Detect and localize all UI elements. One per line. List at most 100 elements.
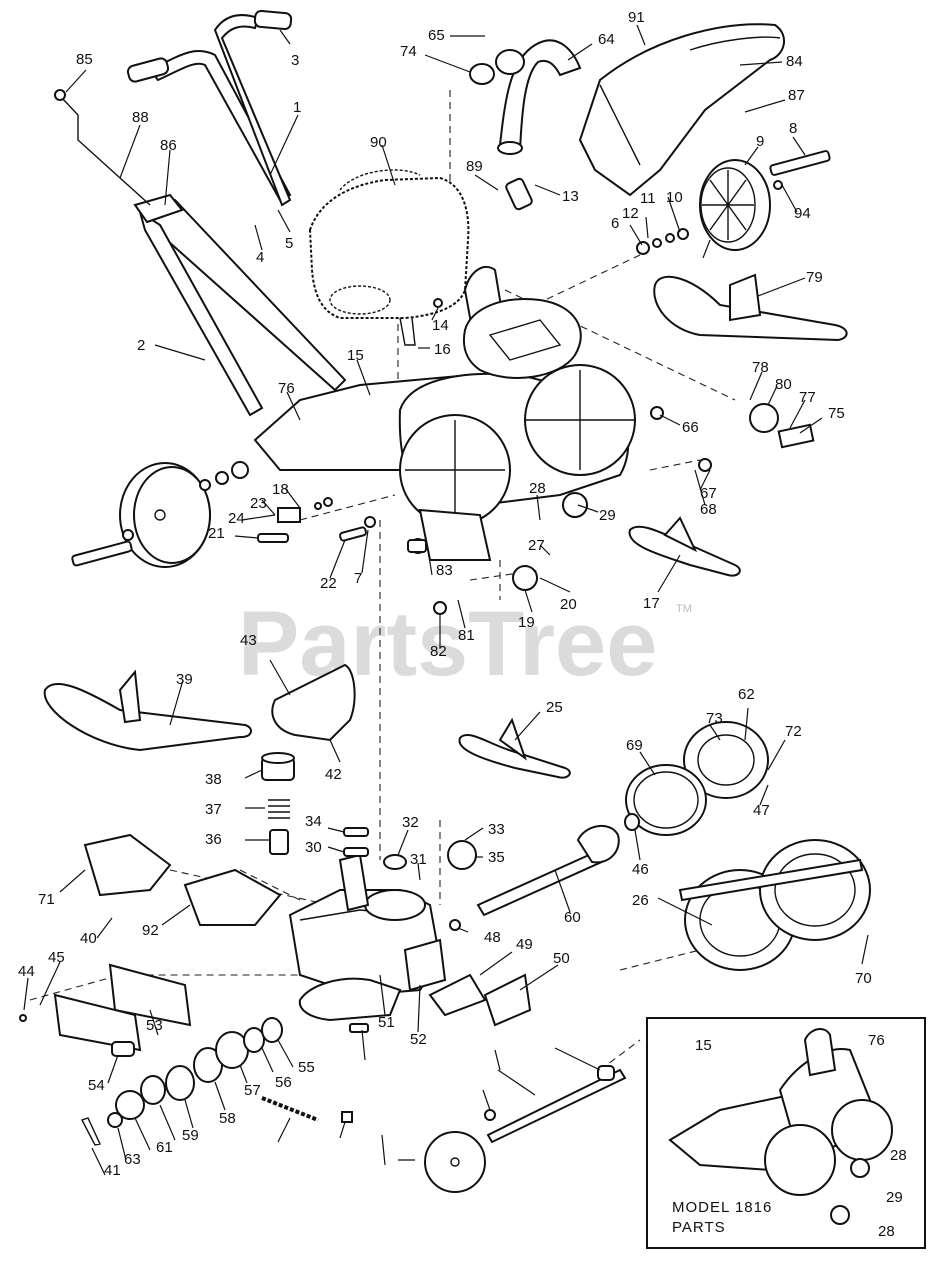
callout-58: 58 [219,1110,236,1127]
callout-85: 85 [76,51,93,68]
skid-shoes [43,273,848,779]
inset-callout-29: 29 [886,1189,903,1206]
callout-53: 53 [146,1017,163,1034]
inset-callout-28: 28 [890,1147,907,1164]
callout-67: 67 [700,485,717,502]
callout-30: 30 [305,839,322,856]
callout-40: 40 [80,930,97,947]
model-1816-inset: MODEL 1816 PARTS [646,1017,926,1249]
callout-60: 60 [564,909,581,926]
callout-11: 11 [640,190,656,207]
callout-63: 63 [124,1151,141,1168]
callout-41: 41 [104,1162,121,1179]
callout-89: 89 [466,158,483,175]
callout-47: 47 [753,802,770,819]
callout-35: 35 [488,849,505,866]
callout-80: 80 [775,376,792,393]
callout-65: 65 [428,27,445,44]
callout-2: 2 [137,337,145,354]
callout-19: 19 [518,614,535,631]
watermark-text: PartsTree [238,593,657,695]
callout-43: 43 [240,632,257,649]
callout-5: 5 [285,235,293,252]
callout-24: 24 [228,510,245,527]
callout-71: 71 [38,891,55,908]
callout-16: 16 [434,341,451,358]
callout-1: 1 [293,99,301,116]
callout-74: 74 [400,43,417,60]
callout-8: 8 [789,120,797,137]
callout-29: 29 [599,507,616,524]
bearing-housing [625,721,769,836]
callout-78: 78 [752,359,769,376]
callout-61: 61 [156,1139,173,1156]
callout-26: 26 [632,892,649,909]
callout-32: 32 [402,814,419,831]
callout-28: 28 [529,480,546,497]
callout-39: 39 [176,671,193,688]
wheels [119,159,771,568]
callout-75: 75 [828,405,845,422]
watermark-trademark: TM [676,603,692,615]
callout-70: 70 [855,970,872,987]
callout-91: 91 [628,9,645,26]
callout-42: 42 [325,766,342,783]
bracket-21 [271,663,356,742]
callout-37: 37 [205,801,222,818]
callout-69: 69 [626,737,643,754]
callout-44: 44 [18,963,35,980]
callout-50: 50 [553,950,570,967]
callout-72: 72 [785,723,802,740]
callout-22: 22 [320,575,337,592]
callout-64: 64 [598,31,615,48]
callout-27: 27 [528,537,545,554]
callout-59: 59 [182,1127,199,1144]
callout-7: 7 [354,570,362,587]
callout-23: 23 [250,495,267,512]
callout-88: 88 [132,109,149,126]
callout-9: 9 [756,133,764,150]
callout-10: 10 [666,189,683,206]
auger [678,839,871,971]
callout-18: 18 [272,481,289,498]
callout-48: 48 [484,929,501,946]
callout-17: 17 [643,595,660,612]
callout-49: 49 [516,936,533,953]
inset-title: MODEL 1816 [672,1199,772,1216]
callout-46: 46 [632,861,649,878]
callout-56: 56 [275,1074,292,1091]
callout-52: 52 [410,1031,427,1048]
callout-66: 66 [682,419,699,436]
callout-55: 55 [298,1059,315,1076]
callout-20: 20 [560,596,577,613]
engine [308,169,470,346]
callout-numbers: 8588863145290657464918487989410111267989… [18,9,907,1240]
frame-and-housing [253,265,636,561]
gearbox [288,853,447,1022]
callout-25: 25 [546,699,563,716]
callout-62: 62 [738,686,755,703]
callout-81: 81 [458,627,475,644]
callout-21: 21 [208,525,225,542]
callout-13: 13 [562,188,579,205]
callout-33: 33 [488,821,505,838]
callout-73: 73 [706,710,723,727]
callout-12: 12 [622,205,639,222]
callout-76: 76 [278,380,295,397]
callout-36: 36 [205,831,222,848]
callout-87: 87 [788,87,805,104]
callout-92: 92 [142,922,159,939]
callout-31: 31 [410,851,427,868]
callout-79: 79 [806,269,823,286]
covers-and-plates [53,833,532,1057]
callout-15: 15 [347,347,364,364]
callout-83: 83 [436,562,453,579]
callout-6: 6 [611,215,619,232]
callout-34: 34 [305,813,322,830]
callout-77: 77 [799,389,816,406]
inset-callout-28: 28 [878,1223,895,1240]
handle-assembly [54,9,347,417]
callout-84: 84 [786,53,803,70]
callout-51: 51 [378,1014,395,1031]
